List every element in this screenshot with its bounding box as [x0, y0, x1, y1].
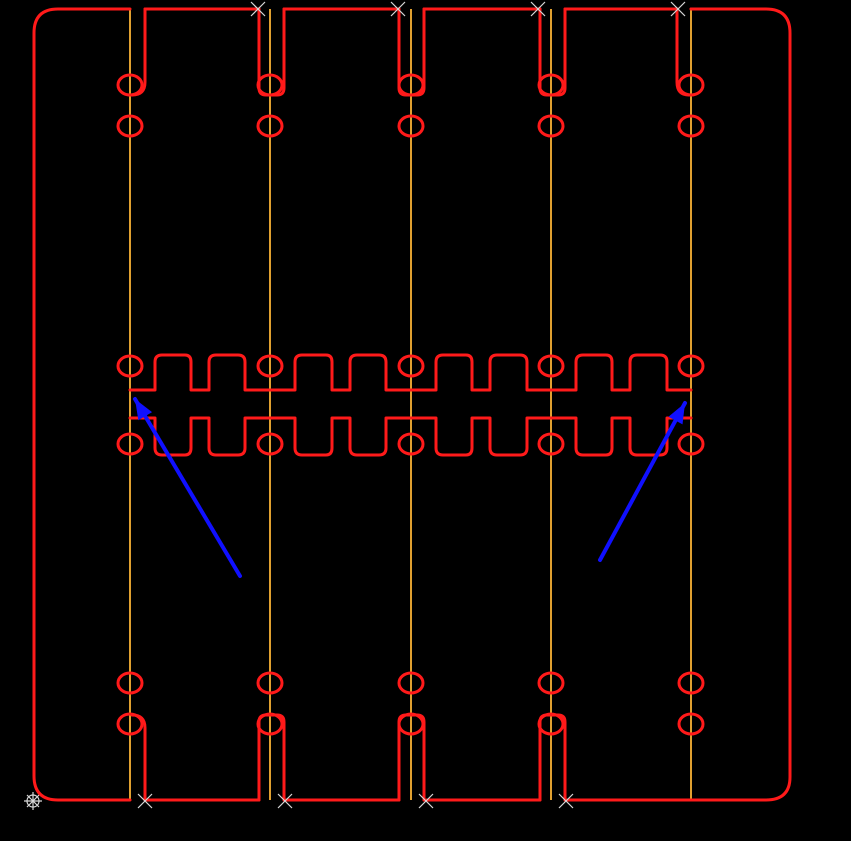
mounting-hole [537, 73, 565, 97]
lower-serpentine [128, 416, 693, 457]
x-marker-stroke [558, 793, 574, 809]
x-marker-stroke [277, 793, 293, 809]
x-marker-stroke [530, 1, 546, 17]
mounting-hole [116, 354, 144, 378]
mounting-hole [397, 671, 425, 695]
mounting-hole [397, 432, 425, 456]
mounting-hole [256, 114, 284, 138]
mounting-hole [397, 354, 425, 378]
mounting-hole [537, 671, 565, 695]
arrow-shaft [133, 397, 242, 578]
left-arrow-icon [133, 397, 242, 578]
mounting-hole [256, 73, 284, 97]
mounting-hole [397, 712, 425, 736]
mounting-hole [116, 432, 144, 456]
x-marker-stroke [250, 1, 266, 17]
right-arrow-icon [598, 401, 687, 562]
mounting-hole [116, 671, 144, 695]
mounting-hole [677, 73, 705, 97]
right-flap-outline [689, 7, 792, 802]
mounting-hole [256, 671, 284, 695]
arrow-shaft [598, 401, 687, 562]
mounting-hole [116, 712, 144, 736]
origin-crosshair-icon [24, 792, 42, 810]
x-marker-icon [530, 1, 546, 17]
mounting-hole [537, 712, 565, 736]
x-marker-icon [250, 1, 266, 17]
mounting-hole [537, 354, 565, 378]
mounting-hole [397, 73, 425, 97]
x-marker-icon [670, 1, 686, 17]
arrow-head [668, 403, 685, 425]
mounting-hole [116, 114, 144, 138]
x-marker-stroke [418, 793, 434, 809]
upper-serpentine [128, 353, 693, 392]
mounting-hole [256, 712, 284, 736]
mounting-hole [256, 354, 284, 378]
x-marker-icon [558, 793, 574, 809]
mounting-hole [677, 354, 705, 378]
mounting-hole [116, 73, 144, 97]
mounting-hole [537, 114, 565, 138]
arrow-head [135, 399, 153, 421]
left-flap-outline [32, 7, 132, 802]
mounting-hole [256, 432, 284, 456]
x-marker-stroke [137, 793, 153, 809]
x-marker-stroke [670, 1, 686, 17]
x-marker-icon [390, 1, 406, 17]
x-marker-stroke [390, 1, 406, 17]
mounting-hole [677, 712, 705, 736]
x-marker-icon [418, 793, 434, 809]
mounting-hole [677, 114, 705, 138]
x-marker-icon [277, 793, 293, 809]
x-marker-icon [137, 793, 153, 809]
mounting-hole [537, 432, 565, 456]
mounting-hole [677, 671, 705, 695]
mounting-hole [677, 432, 705, 456]
origin-d2 [26, 794, 40, 808]
mounting-hole [397, 114, 425, 138]
